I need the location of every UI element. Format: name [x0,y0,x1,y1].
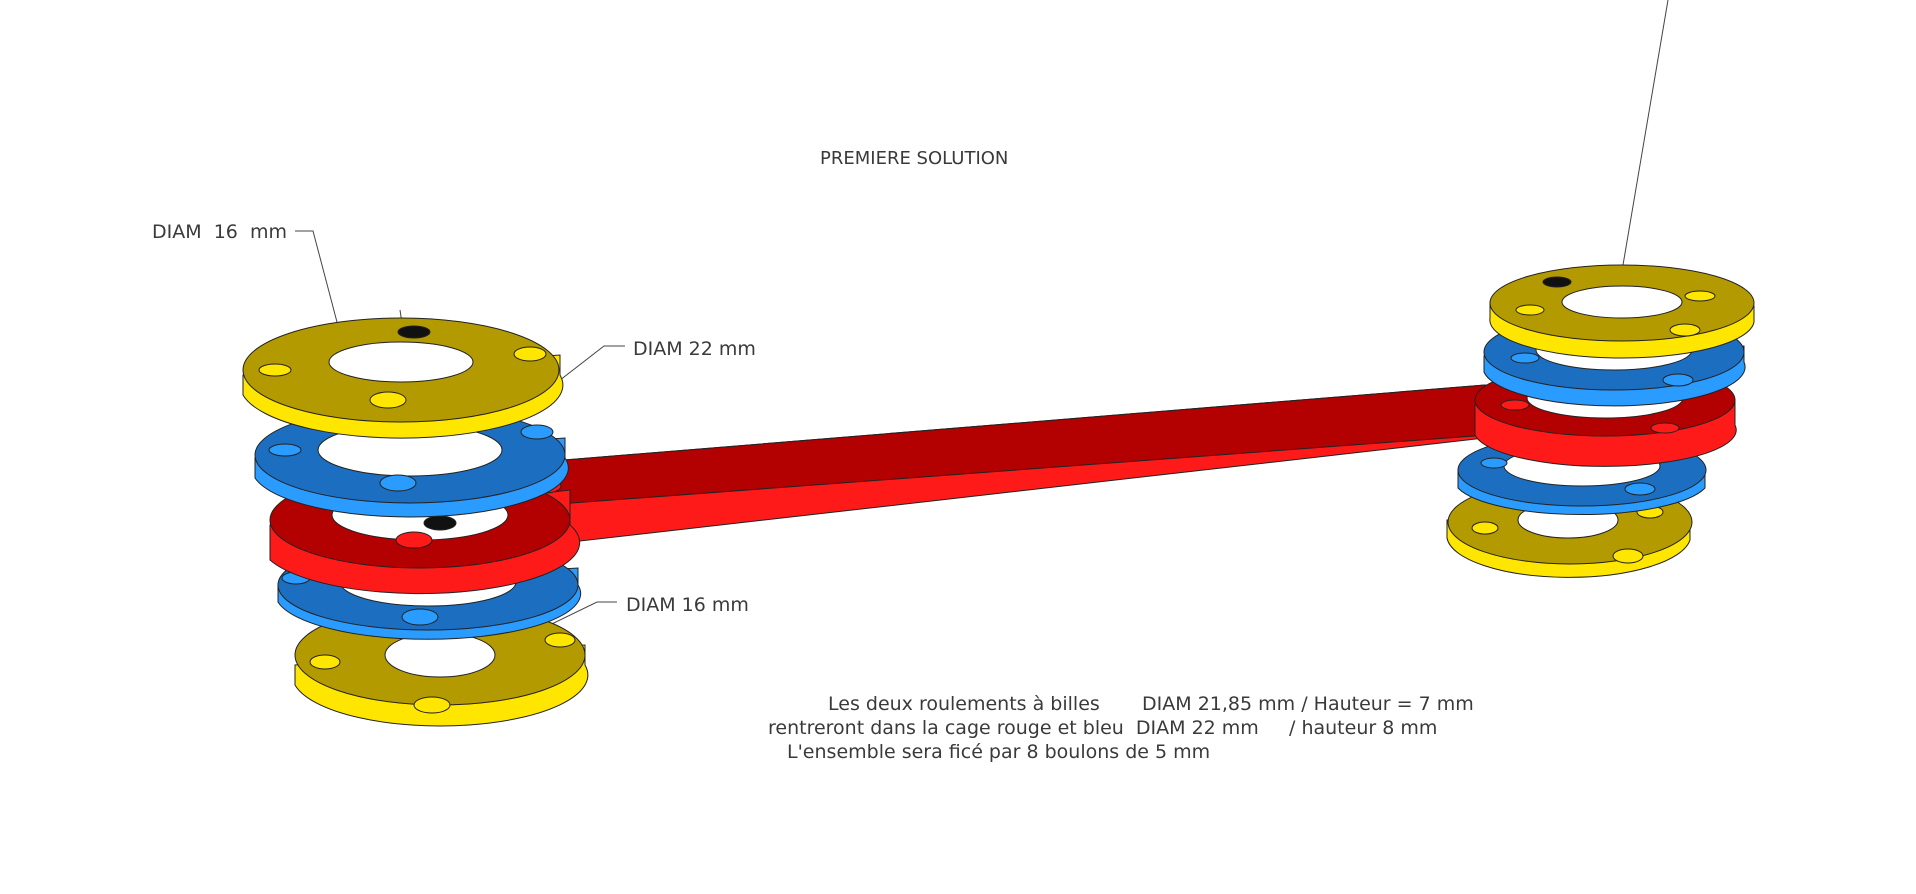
label-diam-22: DIAM 22 mm [633,338,756,360]
leader-diam-16-top [295,230,348,361]
note-line-3: L'ensemble sera ficé par 8 boulons de 5 … [787,741,1211,763]
label-diam-16-bottom: DIAM 16 mm [626,594,749,616]
connecting-bar [539,384,1556,546]
right-top-yellow-washer [1489,264,1755,359]
label-diam-16-top: DIAM 16 mm [152,221,287,243]
drawing-title: PREMIERE SOLUTION [820,148,1009,169]
left-top-yellow-washer [242,317,564,439]
note-line-2: rentreront dans la cage rouge et bleu DI… [768,717,1438,739]
note-line-1: Les deux roulements à billes DIAM 21,85 … [828,693,1474,715]
